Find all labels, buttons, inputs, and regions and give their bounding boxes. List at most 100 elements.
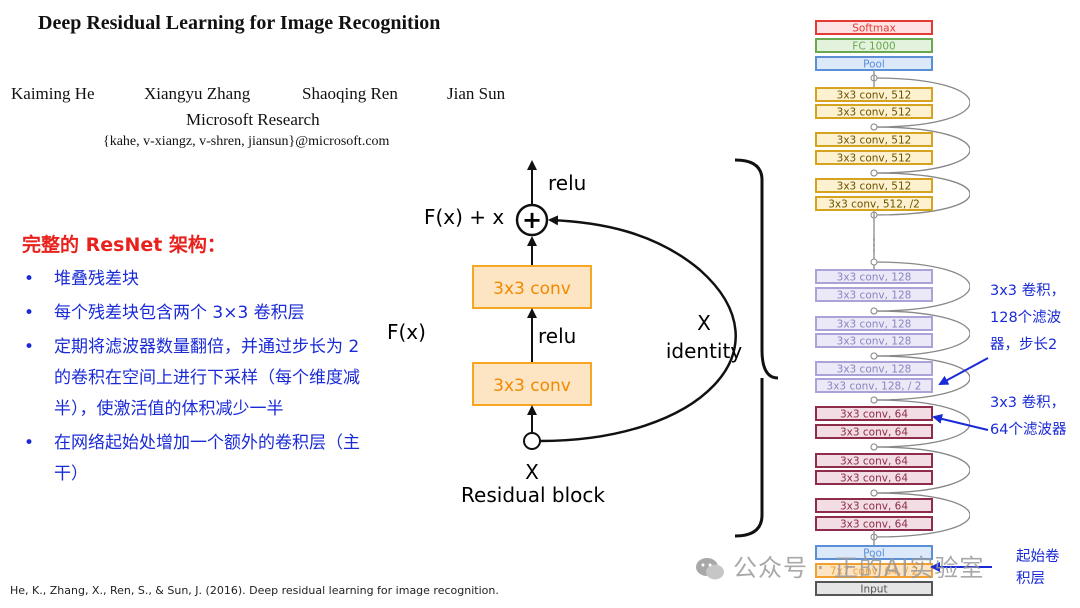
citation: He, K., Zhang, X., Ren, S., & Sun, J. (2… [10, 584, 499, 597]
fx-label: F(x) [387, 320, 426, 344]
layer-label: Pool [863, 59, 885, 71]
layer-label: 3x3 conv, 64 [840, 519, 908, 531]
layer-box-stage128 [815, 316, 933, 331]
conv-bottom-label: 3x3 conv [493, 376, 571, 396]
layer-label: 3x3 conv, 64 [840, 473, 908, 485]
skip-node [870, 307, 878, 315]
bullet-item: • 在网络起始处增加一个额外的卷积层（主干） [24, 428, 374, 490]
skip-node [870, 123, 878, 131]
layer-label: 3x3 conv, 512 [837, 135, 912, 147]
layer-label: Input [860, 584, 887, 596]
input-node [523, 432, 541, 450]
annotation-line: 128个滤波 [990, 310, 1062, 326]
layer-label: 3x3 conv, 512 [837, 107, 912, 119]
bullet-text: 在网络起始处增加一个额外的卷积层（主干） [54, 433, 360, 484]
skip-node [870, 443, 878, 451]
relu-top-label: relu [548, 171, 586, 195]
annotation-line: 3x3 卷积， [990, 395, 1066, 411]
layer-label: 3x3 conv, 64 [840, 456, 908, 468]
layer-box-stage512 [815, 104, 933, 119]
layer-label: 3x3 conv, 512 [837, 181, 912, 193]
annotation-line: 起始卷 [1016, 549, 1060, 565]
bullet-item: • 每个残差块包含两个 3×3 卷积层 [24, 298, 374, 329]
bullet-marker: • [24, 433, 35, 453]
block-caption: Residual block [461, 483, 605, 507]
bullet-list: • 堆叠残差块 • 每个残差块包含两个 3×3 卷积层 • 定期将滤波器数量翻倍，并通… [24, 264, 374, 493]
zoom-bracket [734, 158, 779, 538]
layer-label: 3x3 conv, 512 [837, 153, 912, 165]
plus-symbol: + [522, 206, 542, 234]
layer-label: 3x3 conv, 128 [837, 272, 912, 284]
conv-box-bottom [472, 362, 592, 406]
layer-box-stage128 [815, 287, 933, 302]
layer-box-softmax [815, 20, 933, 35]
layer-box-stage512 [815, 132, 933, 147]
skip-connection [873, 77, 971, 128]
author-emails: {kahe, v-xiangz, v-shren, jiansun}@micro… [103, 134, 390, 149]
watermark: 公众号 · 正的AI实验室 [695, 548, 984, 583]
affiliation: Microsoft Research [186, 110, 320, 129]
author-name: Jian Sun [447, 84, 506, 103]
layer-box-stage128 [815, 378, 933, 393]
bullet-marker: • [24, 337, 35, 357]
layer-label: FC 1000 [852, 41, 895, 53]
skip-node [870, 169, 878, 177]
layer-box-stage128 [815, 269, 933, 284]
skip-node [870, 489, 878, 497]
bullet-text: 每个残差块包含两个 3×3 卷积层 [54, 303, 305, 323]
bullet-marker: • [24, 269, 35, 289]
conv-top-label: 3x3 conv [493, 279, 571, 299]
sum-node [515, 203, 549, 237]
skip-node [870, 352, 878, 360]
skip-node [870, 396, 878, 404]
skip-node [870, 258, 878, 266]
layer-box-stage64 [815, 406, 933, 421]
watermark-text: 公众号 · 正的AI实验室 [733, 554, 985, 582]
annotation-conv128: 3x3 卷积， 128个滤波 器，步长2 [990, 278, 1065, 359]
author-name: Xiangyu Zhang [144, 84, 251, 103]
annotation-conv64: 3x3 卷积， 64个滤波器 [990, 390, 1066, 444]
relu-mid-label: relu [538, 324, 576, 348]
layer-box-stage512 [815, 87, 933, 102]
paper-title: Deep Residual Learning for Image Recogni… [38, 12, 441, 34]
layer-box-stage512 [815, 150, 933, 165]
input-x-label: X [525, 460, 539, 484]
residual-block-diagram: relu + F(x) + x 3x3 conv relu F(x) 3x3 c… [387, 158, 779, 538]
annotation-stem: 起始卷 积层 [1016, 546, 1060, 590]
annotation-arrow-128 [938, 357, 989, 385]
bullet-text: 定期将滤波器数量翻倍，并通过步长为 2 的卷积在空间上进行下采样（每个维度减半）… [54, 337, 360, 419]
layer-label: 7x7 conv, 64, / 2 [830, 566, 918, 578]
annotation-arrow-64 [932, 414, 989, 431]
layer-box-stage64 [815, 424, 933, 439]
layer-box-stage512 [815, 178, 933, 193]
section-title: 完整的 ResNet 架构： [22, 234, 226, 256]
layer-label: 3x3 conv, 512 [837, 90, 912, 102]
layer-label: 3x3 conv, 128 [837, 364, 912, 376]
wechat-icon [696, 558, 724, 580]
bullet-item: • 定期将滤波器数量翻倍，并通过步长为 2 的卷积在空间上进行下采样（每个维度减半… [24, 332, 374, 425]
layer-box-stage64 [815, 498, 933, 513]
annotation-line: 积层 [1016, 571, 1045, 587]
layer-label: 3x3 conv, 64 [840, 427, 908, 439]
identity-x-label: X [697, 311, 711, 335]
bullet-marker: • [24, 303, 35, 323]
layer-label: 3x3 conv, 128, / 2 [827, 381, 922, 393]
layer-box-stage512 [815, 196, 933, 211]
annotation-line: 64个滤波器 [990, 422, 1067, 438]
layer-label: 3x3 conv, 128 [837, 336, 912, 348]
layer-box-stage128 [815, 361, 933, 376]
layer-label: 3x3 conv, 512, /2 [828, 199, 920, 211]
annotation-line: 器，步长2 [990, 337, 1058, 353]
layer-label: 3x3 conv, 64 [840, 409, 908, 421]
bullet-text: 堆叠残差块 [54, 269, 139, 289]
layer-box-stage64 [815, 470, 933, 485]
annotation-arrows [930, 357, 992, 572]
identity-skip-arc [539, 215, 737, 443]
layer-box-pool [815, 545, 933, 560]
layer-label: 3x3 conv, 64 [840, 501, 908, 513]
conv-box-top [472, 265, 592, 309]
layer-box-stage128 [815, 333, 933, 348]
layer-label: Softmax [852, 23, 896, 35]
